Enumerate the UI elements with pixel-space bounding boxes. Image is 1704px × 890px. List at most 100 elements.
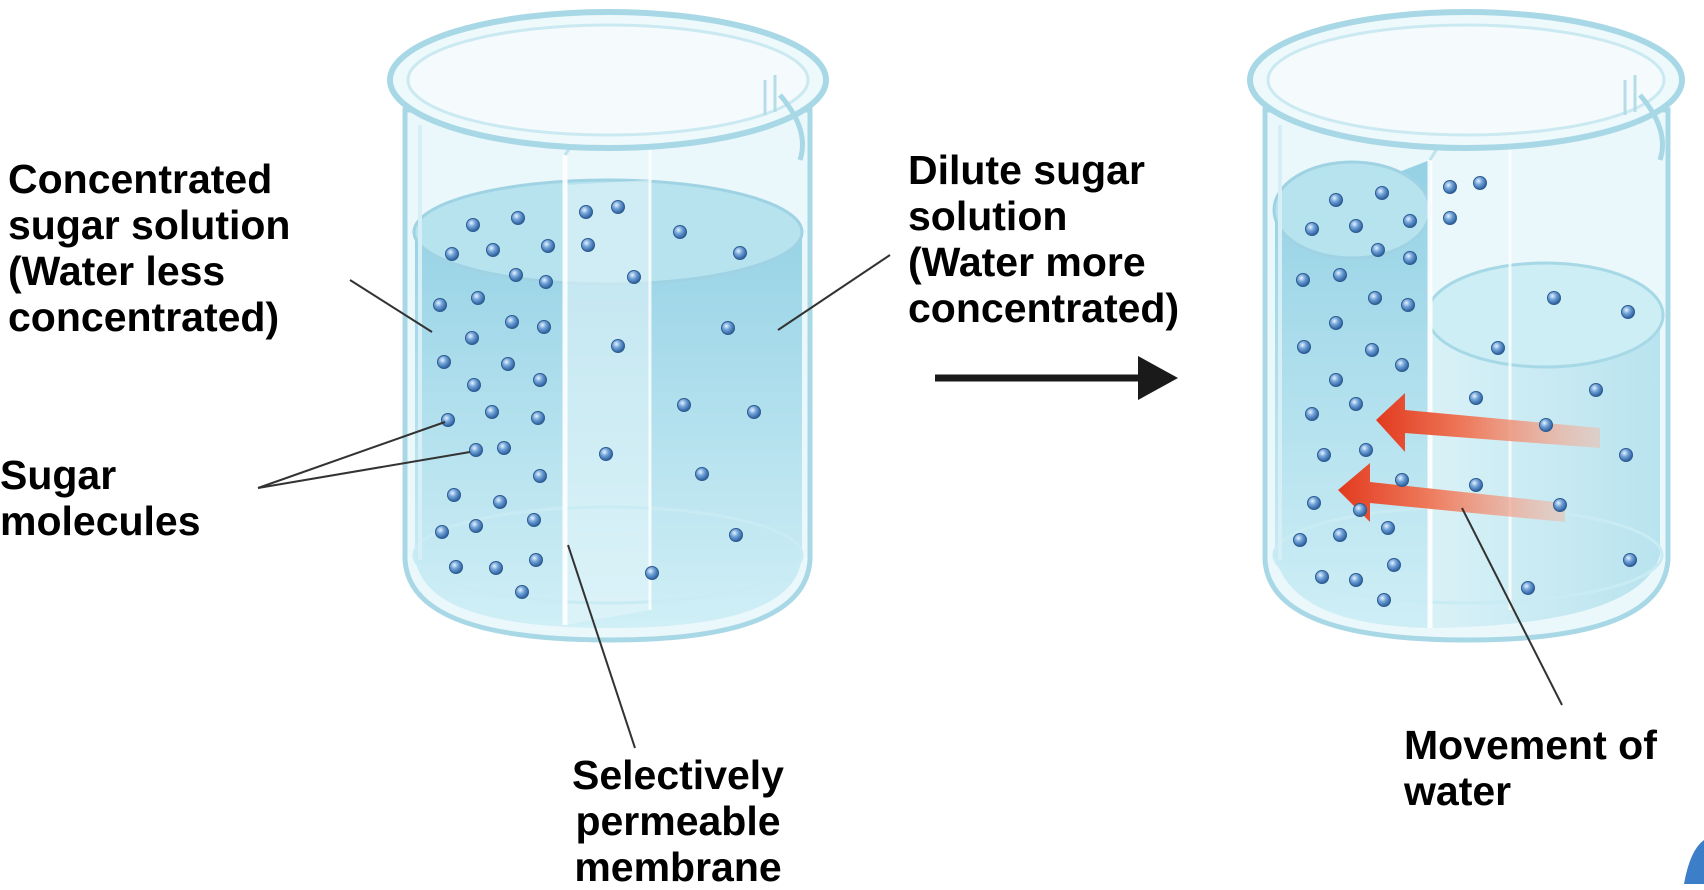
sugar-molecule xyxy=(435,525,449,539)
sugar-molecule xyxy=(515,585,529,599)
sugar-molecule xyxy=(1359,443,1373,457)
process-arrow xyxy=(935,356,1178,400)
label-line: Dilute sugar xyxy=(908,147,1145,193)
sugar-molecule xyxy=(1469,391,1483,405)
sugar-molecule xyxy=(449,560,463,574)
sugar-molecule xyxy=(579,205,593,219)
label-line: (Water less xyxy=(8,248,226,294)
sugar-molecule xyxy=(501,357,515,371)
sugar-molecule xyxy=(485,405,499,419)
sugar-molecule xyxy=(627,270,641,284)
sugar-molecule xyxy=(1469,478,1483,492)
sugar-molecule xyxy=(511,211,525,225)
label-line: Movement of xyxy=(1404,722,1657,768)
sugar-molecule xyxy=(1387,558,1401,572)
label-line: (Water more xyxy=(908,239,1146,285)
water-flow-arrow xyxy=(1376,393,1600,452)
sugar-molecule xyxy=(1539,418,1553,432)
sugar-molecule xyxy=(1443,180,1457,194)
left-beaker xyxy=(387,9,829,643)
sugar-molecule xyxy=(1307,496,1321,510)
label-line: Sugar xyxy=(0,452,117,498)
sugar-molecule xyxy=(1349,397,1363,411)
sugar-molecule xyxy=(1333,528,1347,542)
sugar-molecule xyxy=(433,298,447,312)
sugar-molecule xyxy=(1293,533,1307,547)
label-line: membrane xyxy=(574,844,782,890)
sugar-molecule xyxy=(1395,358,1409,372)
sugar-molecule xyxy=(599,447,613,461)
sugar-molecule xyxy=(1329,373,1343,387)
pointer-concentrated xyxy=(349,279,433,333)
right-beaker xyxy=(1247,9,1685,643)
sugar-molecule xyxy=(645,566,659,580)
sugar-molecule xyxy=(489,561,503,575)
sugar-molecule xyxy=(1333,268,1347,282)
sugar-molecule xyxy=(1381,521,1395,535)
sugar-molecule xyxy=(541,239,555,253)
pointer-sugar-1 xyxy=(257,421,446,489)
label-sugar-molecules: Sugar molecules xyxy=(0,452,201,544)
label-line: molecules xyxy=(0,498,201,544)
pointer-dilute xyxy=(777,254,891,331)
sugar-molecule xyxy=(1473,176,1487,190)
sugar-molecule xyxy=(531,411,545,425)
pointer-lines xyxy=(257,254,1563,749)
sugar-molecule xyxy=(505,315,519,329)
sugar-molecule xyxy=(1377,593,1391,607)
label-line: permeable xyxy=(575,798,781,844)
sugar-molecule xyxy=(1315,570,1329,584)
sugar-molecule xyxy=(1349,573,1363,587)
sugar-molecule xyxy=(467,378,481,392)
sugar-molecule xyxy=(465,331,479,345)
sugar-molecule xyxy=(1353,503,1367,517)
sugar-molecule xyxy=(486,243,500,257)
sugar-molecule xyxy=(509,268,523,282)
sugar-molecule xyxy=(611,200,625,214)
sugar-molecule xyxy=(1619,448,1633,462)
label-line: water xyxy=(1404,768,1512,814)
sugar-molecule xyxy=(1547,291,1561,305)
sugar-molecule xyxy=(497,441,511,455)
sugar-molecule xyxy=(721,321,735,335)
label-membrane: Selectively permeable membrane xyxy=(572,752,784,890)
sugar-molecule xyxy=(1365,343,1379,357)
sugar-molecule xyxy=(466,218,480,232)
sugar-molecule xyxy=(1317,448,1331,462)
pointer-membrane xyxy=(567,544,636,749)
sugar-molecule xyxy=(677,398,691,412)
sugar-molecules-group xyxy=(433,176,1637,607)
sugar-molecule xyxy=(471,291,485,305)
sugar-molecule xyxy=(445,247,459,261)
sugar-molecule xyxy=(733,246,747,260)
sugar-molecule xyxy=(1371,243,1385,257)
sugar-molecule xyxy=(493,495,507,509)
sugar-molecule xyxy=(1395,473,1409,487)
water-movement-arrows xyxy=(1338,393,1600,522)
sugar-molecule xyxy=(747,405,761,419)
sugar-molecule xyxy=(533,469,547,483)
sugar-molecule xyxy=(469,443,483,457)
sugar-molecule xyxy=(673,225,687,239)
sugar-molecule xyxy=(1297,340,1311,354)
sugar-molecule xyxy=(1329,193,1343,207)
sugar-molecule xyxy=(1375,186,1389,200)
sugar-molecule xyxy=(1329,316,1343,330)
pointer-movement xyxy=(1461,507,1563,706)
sugar-molecule xyxy=(695,467,709,481)
sugar-molecule xyxy=(1305,407,1319,421)
sugar-molecule xyxy=(469,519,483,533)
sugar-molecule xyxy=(1521,581,1535,595)
sugar-molecule xyxy=(1368,291,1382,305)
label-dilute-solution: Dilute sugar solution (Water more concen… xyxy=(908,147,1179,331)
sugar-molecule xyxy=(1623,553,1637,567)
sugar-molecule xyxy=(437,355,451,369)
sugar-molecule xyxy=(533,373,547,387)
label-line: Selectively xyxy=(572,752,784,798)
sugar-molecule xyxy=(1443,211,1457,225)
sugar-molecule xyxy=(729,528,743,542)
sugar-molecule xyxy=(1349,219,1363,233)
label-concentrated-solution: Concentrated sugar solution (Water less … xyxy=(8,156,290,340)
